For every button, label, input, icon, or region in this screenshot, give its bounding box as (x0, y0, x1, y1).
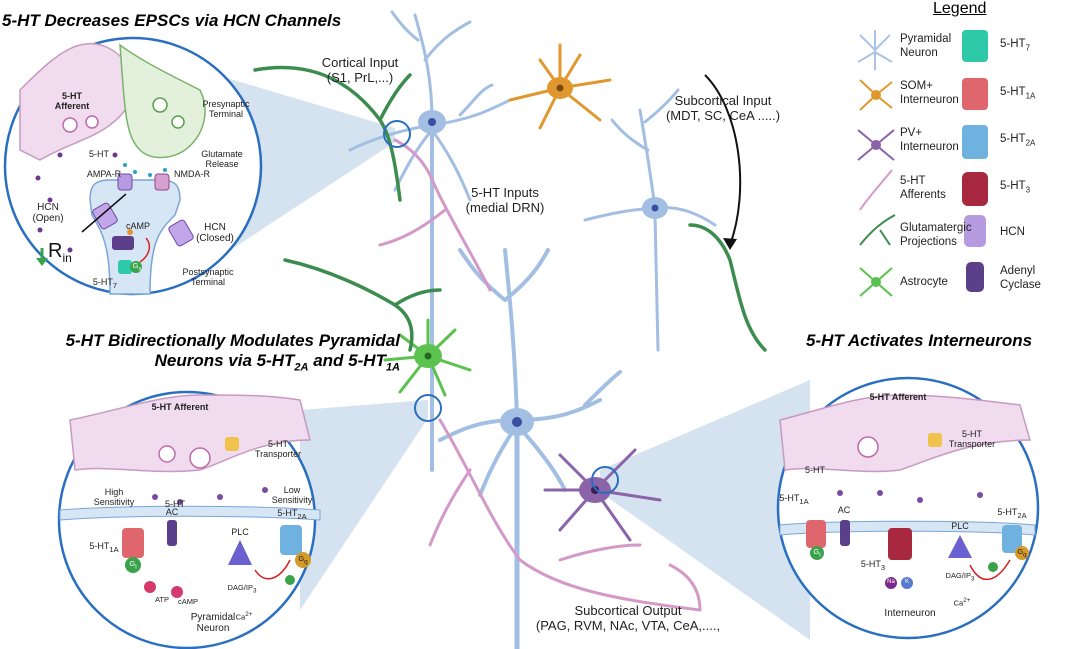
gs-label: Gs (132, 261, 142, 273)
legend-astrocyte: Astrocyte (900, 276, 948, 288)
inset-left-5ht1a-label: 5-HT1A (89, 541, 119, 554)
pyramidal-neuron-inset-label: Pyramidal Neuron (190, 612, 236, 634)
inset-left-ac-label: AC (165, 507, 179, 517)
inset-left-5ht-label: 5-HT (165, 499, 185, 509)
subcortical-input-arrow (704, 74, 742, 246)
inset-left-camp-label: cAMP (177, 597, 198, 606)
inset-left-transporter-label: 5-HT Transporter (254, 439, 302, 459)
zoom-circle-left (414, 394, 442, 422)
hcn-channel-icon (964, 215, 986, 247)
low-sensitivity-label: Low Sensitivity (271, 485, 313, 505)
ht-afferents (378, 138, 702, 612)
legend-5ht3: 5-HT3 (1000, 180, 1031, 195)
inset-right-dag-label: DAG/IP3 (945, 571, 975, 583)
presynaptic-label: Presynaptic Terminal (202, 99, 250, 119)
inset-right-gq-label: Gq (1017, 547, 1027, 559)
inset-right-plc-label: PLC (951, 521, 969, 531)
subcortical-output-label: Subcortical Output (PAG, RVM, NAc, VTA, … (535, 603, 721, 633)
inset-top-5ht-label: 5-HT (89, 149, 109, 159)
hcn-closed-channel (168, 219, 194, 247)
receptor-5ht2a-icon (962, 125, 988, 159)
inset-left-5ht2a-label: 5-HT2A (277, 508, 307, 521)
inset-right-5ht1a-label: 5-HT1A (779, 493, 809, 506)
na-ion-label: Na (887, 579, 895, 585)
pyramidal-neuron-right (583, 88, 717, 352)
inset-left-gq-label: Gq (298, 554, 308, 566)
glutamate-release-label: Glutamate Release (201, 149, 243, 169)
k-ion-label: K (904, 579, 909, 585)
inset-right-afferent-label: 5-HT Afferent (869, 392, 927, 402)
legend-icons (857, 30, 988, 297)
rin-label: Rin (48, 240, 72, 265)
plc-triangle (228, 540, 252, 565)
legend-title: Legend (933, 0, 987, 17)
receptor-5ht2a (280, 525, 302, 555)
legend-5ht7: 5-HT7 (1000, 38, 1031, 53)
legend-5ht2a: 5-HT2A (1000, 133, 1036, 148)
hcn-closed-label: HCN (Closed) (196, 222, 234, 244)
inset-left-ca-label: Ca2+ (235, 611, 253, 622)
ampa-label: AMPA-R (86, 169, 122, 179)
receptor-5ht1a (122, 528, 144, 558)
inset-left-gi-label: Gi (129, 559, 137, 571)
inset-right-circle (776, 376, 1040, 640)
title-right: 5-HT Activates Interneurons (806, 331, 1033, 350)
inset-top-afferent-label: 5-HT Afferent (54, 91, 90, 111)
inset-right-5ht2a-label: 5-HT2A (997, 507, 1027, 520)
title-top-left: 5-HT Decreases EPSCs via HCN Channels (2, 11, 342, 30)
inset-right-5ht3-label: 5-HT3 (860, 559, 886, 572)
inset-top-circle (3, 36, 263, 296)
postsynaptic-label: Postsynaptic Terminal (182, 267, 234, 287)
zoom-wedge-right (600, 380, 810, 640)
glutamatergic-projections (253, 65, 767, 352)
receptor-5ht3 (888, 528, 912, 560)
legend-pv: PV+Interneuron (900, 127, 959, 153)
inset-left-plc-label: PLC (231, 527, 249, 537)
inset-right-gi-label: Gi (813, 547, 821, 559)
nmda-label: NMDA-R (174, 169, 210, 179)
adenyl-cyclase (167, 520, 177, 546)
hcn-open-channel (92, 202, 118, 230)
inset-right-ca-label: Ca2+ (953, 597, 971, 608)
high-sensitivity-label: High Sensitivity (93, 487, 135, 507)
title-mid-left-line1: 5-HT Bidirectionally Modulates Pyramidal (65, 331, 400, 350)
legend-5ht1a: 5-HT1A (1000, 86, 1036, 101)
pyramidal-neuron-center (438, 248, 622, 649)
inset-right-transporter-label: 5-HT Transporter (948, 429, 996, 449)
title-mid-left-line2: Neurons via 5-HT2A and 5-HT1A (154, 351, 400, 374)
legend-hcn: HCN (1000, 226, 1025, 238)
hcn-open-label: HCN (Open) (32, 202, 64, 224)
ht-inputs-label: 5-HT Inputs (medial DRN) (465, 185, 545, 215)
receptor-5ht3-icon (962, 172, 988, 206)
atp-label: ATP (154, 595, 170, 604)
glutamatergic-projection-icon (859, 214, 896, 246)
camp-label: cAMP (125, 221, 150, 231)
cortical-input-label: Cortical Input (S1, PrL,...) (321, 55, 399, 85)
pyramidal-neuron-icon (857, 30, 893, 70)
subcortical-input-label: Subcortical Input (MDT, SC, CeA .....) (665, 93, 781, 123)
ht-afferents-icon (859, 169, 893, 211)
zoom-wedge-left (300, 400, 428, 610)
inset-left-dag-label: DAG/IP3 (227, 583, 257, 595)
zoom-circle-top (383, 120, 411, 148)
inset-left-afferent-label: 5-HT Afferent (151, 402, 209, 412)
interneuron-inset-label: Interneuron (884, 608, 936, 619)
inset-left-circle (57, 390, 321, 649)
receptor-5ht1a-icon (962, 78, 988, 110)
legend-som: SOM+Interneuron (900, 80, 959, 106)
receptor-5ht7-icon (962, 30, 988, 62)
ht7-label: 5-HT7 (92, 277, 118, 290)
adenyl-cyclase-icon (966, 262, 984, 292)
inset-right-ac-label: AC (837, 505, 851, 515)
zoom-circle-right (591, 466, 619, 494)
title-mid-left: 5-HT Bidirectionally Modulates Pyramidal… (30, 331, 400, 373)
inset-right-5ht-label: 5-HT (805, 465, 825, 475)
